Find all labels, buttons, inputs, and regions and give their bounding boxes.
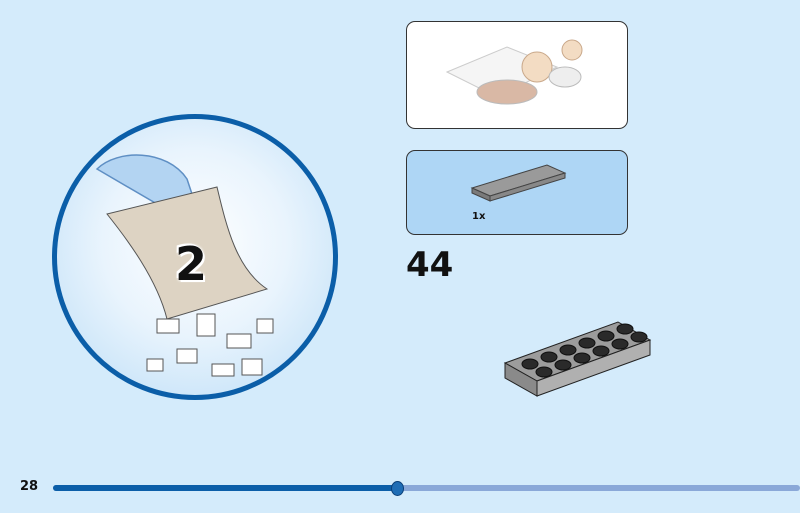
plate-2x6-large-icon	[503, 321, 652, 397]
progress-handle[interactable]	[390, 481, 404, 496]
model-preview-icon	[445, 39, 583, 105]
part-quantity: 1x	[472, 211, 486, 222]
bag-number: 2	[175, 237, 208, 291]
progress-track[interactable]	[53, 485, 800, 491]
plate-2x6-icon	[470, 164, 567, 202]
step-number: 44	[406, 245, 454, 285]
page-number: 28	[20, 479, 39, 494]
bag-open-illustration: 2	[52, 114, 338, 400]
bag-icon	[95, 154, 274, 377]
model-preview-box	[406, 21, 628, 129]
progress-fill	[53, 485, 397, 491]
parts-list-box	[406, 150, 628, 235]
